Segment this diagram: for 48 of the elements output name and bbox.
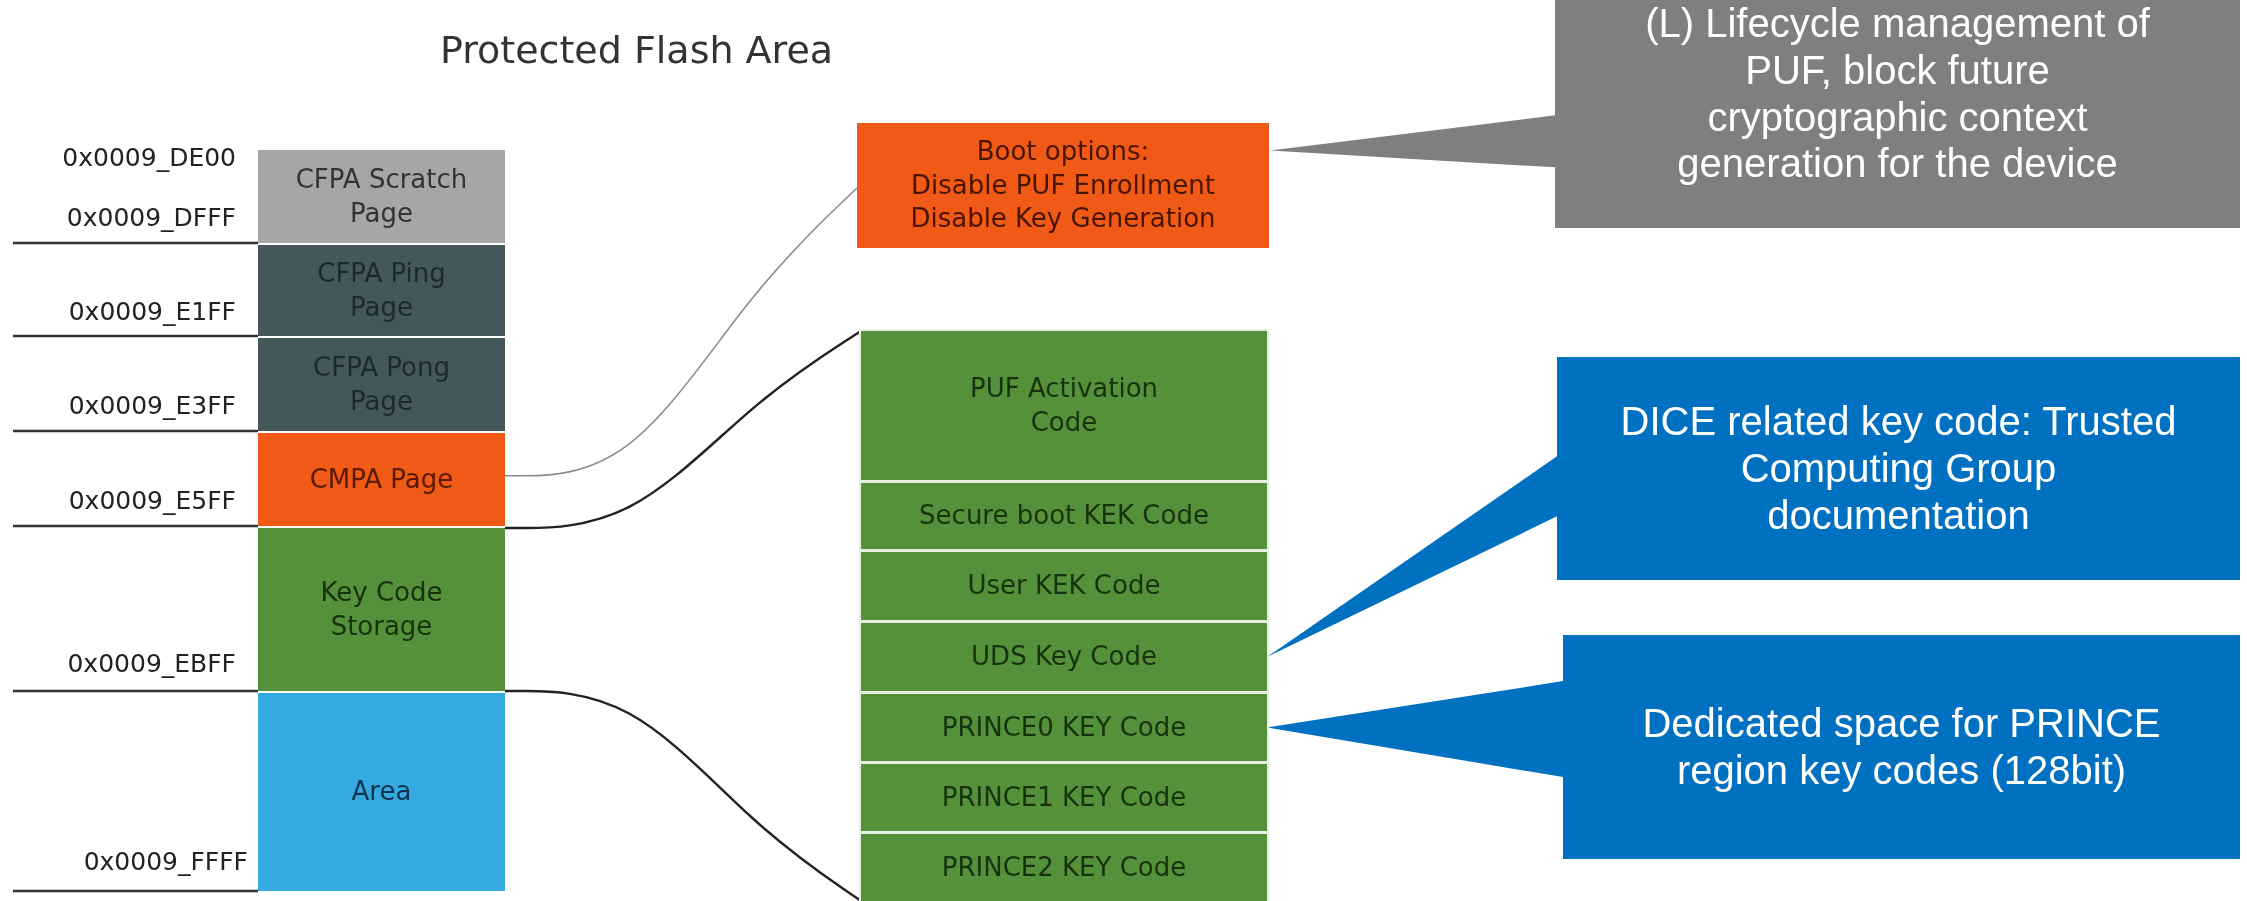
block-label: (L) Lifecycle management of PUF, block future cryptographic context generation for the device [1644, 0, 2151, 188]
address-label: 0x0009_FFFF [83, 847, 248, 876]
address-label: 0x0009_E3FF [68, 391, 236, 420]
block-label: DICE related key code: Trusted Computing Group documentation [1619, 398, 2178, 539]
block-label: CMPA Page [309, 462, 454, 496]
block-label: PRINCE0 KEY Code [941, 710, 1187, 744]
memory-block [857, 123, 1269, 248]
block-label: User KEK Code [967, 569, 1161, 603]
callout-box [1555, 0, 2240, 228]
callout-box [1563, 635, 2240, 859]
memory-block [258, 245, 505, 336]
memory-row [861, 694, 1267, 761]
memory-row [861, 552, 1267, 620]
connector-line [505, 330, 862, 530]
memory-stack [861, 331, 1267, 901]
block-label: Boot options: [976, 134, 1150, 168]
address-label: 0x0009_EBFF [67, 649, 236, 678]
block-label: Secure boot KEK Code [919, 499, 1209, 533]
block-label: PUF Activation Code [968, 371, 1160, 439]
memory-block [258, 528, 505, 691]
block-label: CFPA Scratch Page [294, 162, 469, 230]
memory-block [258, 433, 505, 526]
address-label: 0x0009_DE00 [62, 143, 236, 172]
memory-block [258, 693, 505, 891]
block-label: Disable PUF Enrollment [911, 168, 1215, 202]
address-label: 0x0009_E1FF [68, 297, 236, 326]
connector-line [505, 689, 862, 901]
memory-row [861, 331, 1267, 480]
block-label: Disable Key Generation [910, 202, 1216, 236]
connector-line [504, 187, 858, 477]
memory-row [861, 483, 1267, 549]
address-label: 0x0009_E5FF [68, 486, 236, 515]
memory-block [258, 338, 505, 431]
block-label: UDS Key Code [971, 640, 1157, 674]
memory-row [861, 834, 1267, 901]
callout-pointer [1269, 115, 1555, 168]
block-label: Key Code Storage [319, 575, 444, 643]
block-label: Dedicated space for PRINCE region key codes (128bit) [1641, 700, 2162, 794]
block-label: Area [351, 775, 412, 809]
memory-row [861, 764, 1267, 831]
memory-row [861, 623, 1267, 691]
diagram-title: Protected Flash Area [440, 28, 834, 72]
address-label: 0x0009_DFFF [66, 203, 236, 232]
callout-pointer [1267, 456, 1557, 657]
callout-pointer [1267, 681, 1563, 778]
block-label: PRINCE2 KEY Code [941, 850, 1187, 884]
memory-block [258, 150, 505, 243]
block-label: PRINCE1 KEY Code [941, 780, 1187, 814]
